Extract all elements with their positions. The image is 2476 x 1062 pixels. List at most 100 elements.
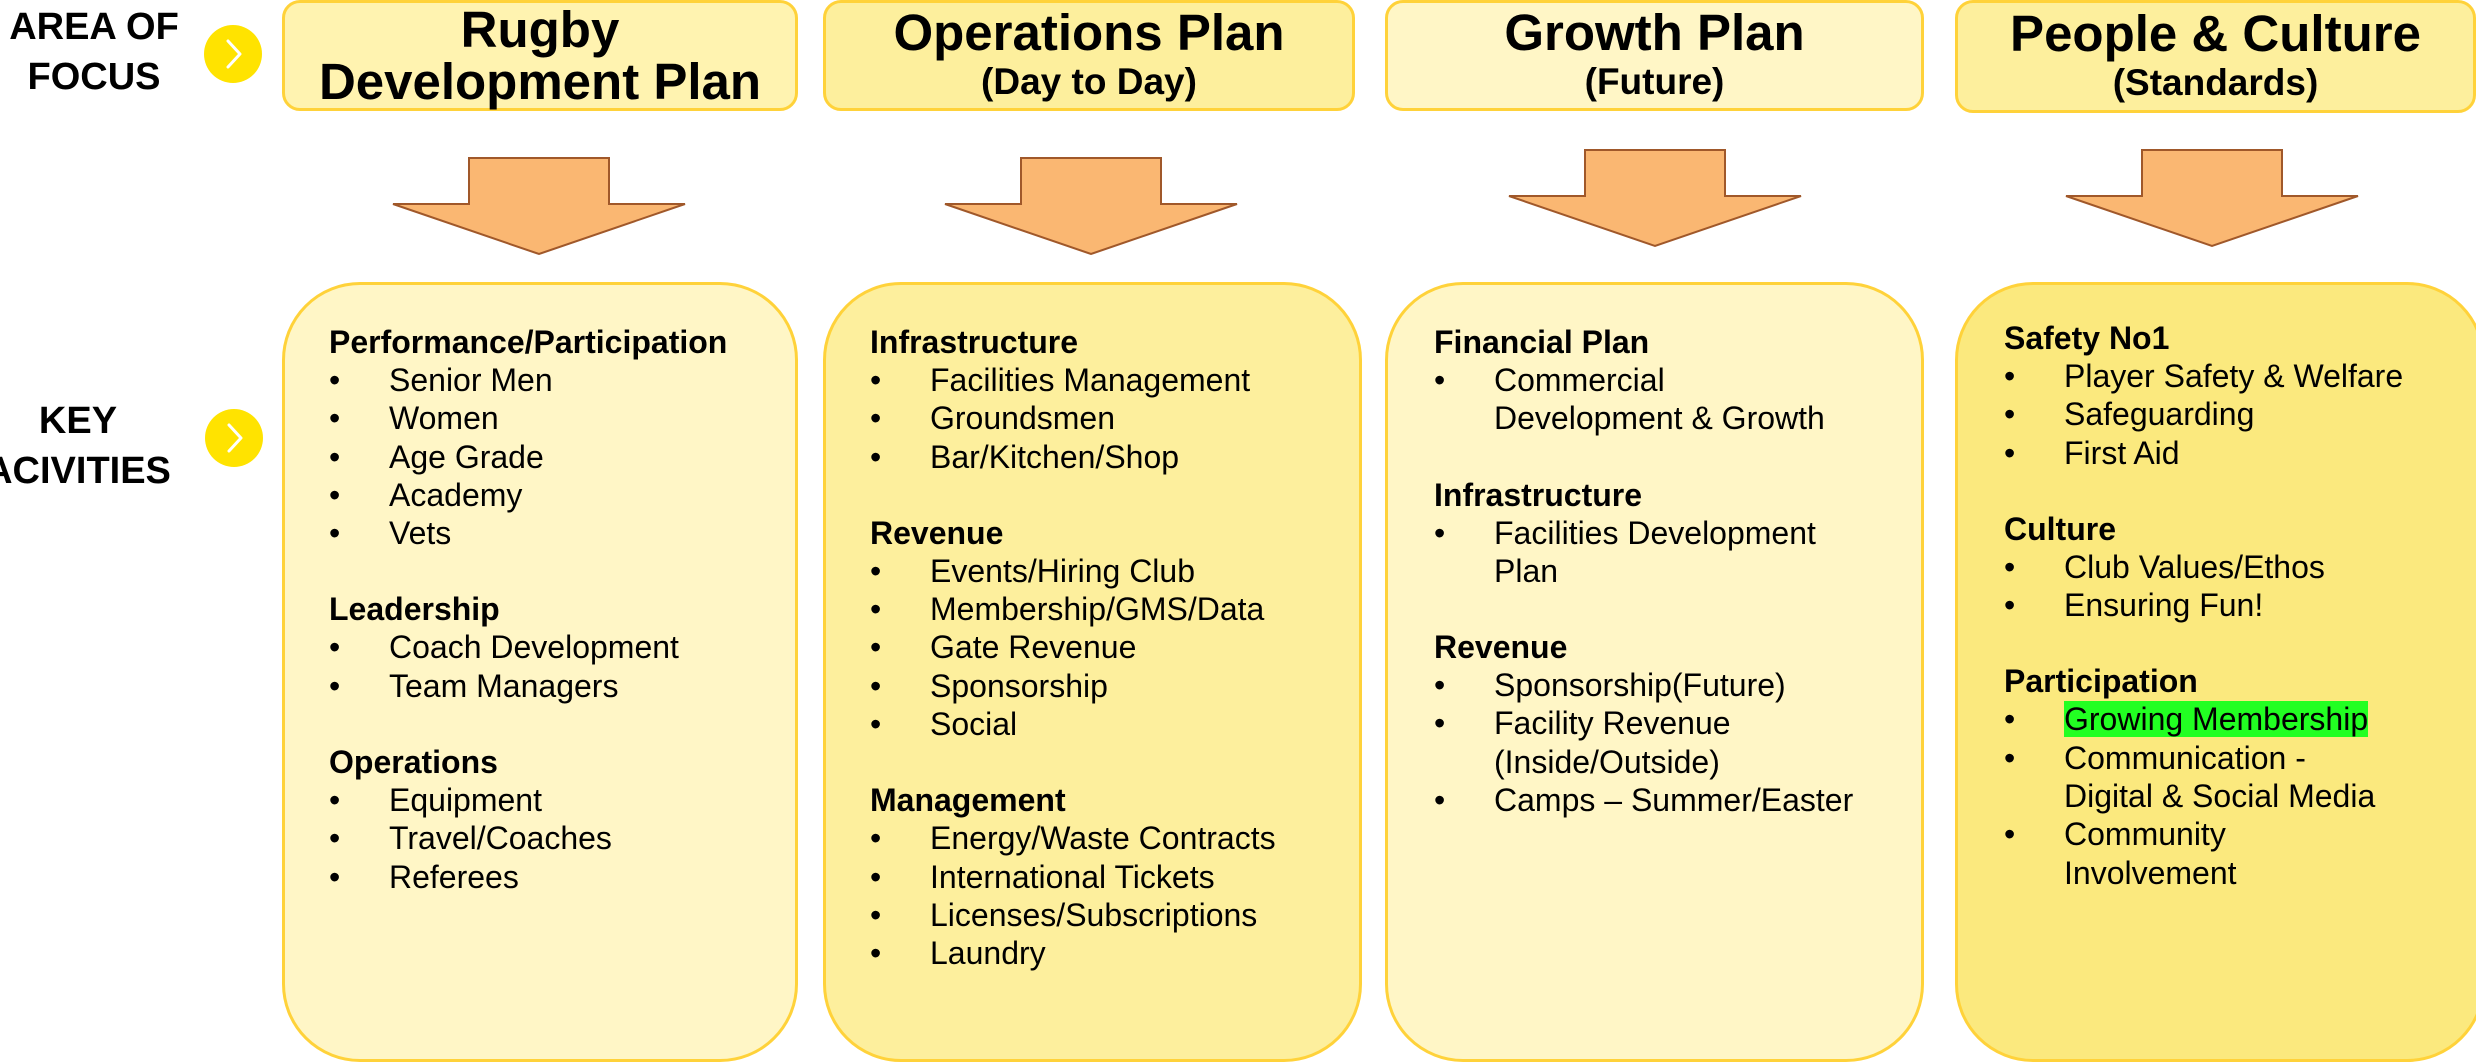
activity-item: • Growing Membership [2004, 700, 2476, 738]
focus-box-people-culture: People & Culture (Standards) [1955, 0, 2476, 113]
activity-item-text: Women [389, 400, 499, 437]
activity-item: •Referees [329, 858, 795, 896]
bullet-icon: • [2004, 587, 2016, 624]
activity-item: • Team Managers [329, 667, 795, 705]
activity-section: Operations•Equipment•Travel/Coaches•Refe… [329, 743, 795, 896]
activity-item: •Club Values/Ethos [2004, 548, 2476, 586]
bullet-icon: • [329, 820, 341, 857]
activity-item-text: Vets [389, 515, 452, 552]
key-activities-label: KEY ACIVITIES [0, 396, 186, 496]
activity-item-line: Facilities Development [1494, 514, 1816, 551]
activity-item: • Senior Men [329, 361, 795, 399]
activity-item-text: Senior Men [389, 362, 553, 398]
chevron-right-icon [226, 39, 242, 69]
section-title: Operations [329, 744, 498, 781]
activity-item-text: Bar/Kitchen/Shop [930, 438, 1180, 475]
activity-item: •Facility Revenue(Inside/Outside) [1434, 704, 1921, 781]
focus-title-line-1: Growth Plan [1504, 3, 1805, 61]
bullet-icon: • [2004, 434, 2016, 471]
bullet-icon: • [2004, 396, 2016, 433]
activity-item-text: Events/Hiring Club [930, 552, 1195, 589]
key-activities-line-1: KEY [38, 400, 118, 442]
activity-item-line: Commercial [1494, 362, 1665, 398]
activity-item-text: First Aid [2064, 434, 2180, 471]
bullet-icon: • [870, 629, 882, 666]
activity-item: •Travel/Coaches [329, 819, 795, 857]
bullet-icon: • [329, 782, 341, 819]
bullet-icon: • [2004, 548, 2016, 585]
activity-item-text: Sponsorship [930, 667, 1108, 704]
activity-item-text: Age Grade [389, 438, 544, 475]
activity-item: •Women [329, 399, 795, 437]
activity-section: Culture•Club Values/Ethos• Ensuring Fun! [2004, 510, 2476, 625]
section-title: Culture [2004, 510, 2116, 547]
focus-title-line-2: Development Plan [318, 52, 762, 110]
activity-item: •Bar/Kitchen/Shop [870, 438, 1359, 476]
activity-section: Revenue•Sponsorship(Future)•Facility Rev… [1434, 628, 1921, 819]
bullet-icon: • [329, 515, 341, 552]
bullet-icon: • [2004, 816, 2016, 853]
activity-item-text: Academy [389, 476, 523, 513]
section-title: Performance/Participation [329, 324, 728, 360]
activity-item-text: Groundsmen [930, 400, 1115, 437]
highlighted-activity-text: Growing Membership [2064, 701, 2369, 738]
activity-item: • Groundsmen [870, 399, 1359, 437]
section-title: Leadership [329, 591, 500, 628]
bullet-icon: • [1434, 667, 1446, 704]
activity-item-line: Involvement [2064, 854, 2237, 891]
activity-item: •Sponsorship [870, 667, 1359, 705]
activity-item-text: Camps – Summer/Easter [1494, 782, 1854, 819]
bullet-icon: • [2004, 739, 2016, 776]
activity-item: • Laundry [870, 934, 1359, 972]
activity-item: • Energy/Waste Contracts [870, 819, 1359, 857]
activity-item: •Communication -Digital & Social Media [2004, 739, 2476, 816]
activity-item: •Licenses/Subscriptions [870, 896, 1359, 934]
bullet-icon: • [870, 400, 882, 437]
bullet-icon: • [329, 667, 341, 704]
focus-box-operations-plan: Operations Plan (Day to Day) [823, 0, 1355, 111]
activity-item-line: Plan [1494, 552, 1559, 589]
activity-item-text: Coach Development [389, 629, 679, 666]
chevron-right-circle-icon [205, 409, 263, 467]
activity-item-text: Energy/Waste Contracts [930, 820, 1276, 857]
down-arrow-icon [2065, 149, 2359, 248]
bullet-icon: • [329, 362, 341, 398]
activity-item-text: Equipment [389, 782, 542, 819]
bullet-icon: • [870, 935, 882, 972]
focus-title-line-2: (Day to Day) [981, 60, 1197, 102]
section-title: Infrastructure [1434, 476, 1643, 513]
bullet-icon: • [870, 896, 882, 933]
bullet-icon: • [870, 820, 882, 857]
activities-box-operations-plan: Infrastructure•Facilities Management•Gro… [823, 282, 1362, 1062]
key-activities-line-2: ACIVITIES [0, 450, 171, 492]
activity-item-text: Social [930, 706, 1018, 743]
bullet-icon: • [870, 591, 882, 628]
bullet-icon: • [870, 706, 882, 743]
activity-item: •Gate Revenue [870, 628, 1359, 666]
activity-item: •Events/Hiring Club [870, 552, 1359, 590]
activity-item: • Ensuring Fun! [2004, 586, 2476, 624]
bullet-icon: • [2004, 701, 2016, 738]
bullet-icon: • [1434, 705, 1446, 742]
bullet-icon: • [329, 629, 341, 666]
section-title: Safety No1 [2004, 320, 2170, 356]
activity-section: Participation•Growing Membership•Communi… [2004, 662, 2476, 891]
activity-item-text: Team Managers [389, 667, 619, 704]
activity-item: •Facilities Management [870, 361, 1359, 399]
area-of-focus-label: AREA OF FOCUS [0, 2, 202, 102]
section-title: Infrastructure [870, 324, 1079, 360]
activity-section: Infrastructure•Facilities Management• Gro… [870, 323, 1359, 476]
focus-title-line-1: Rugby [460, 0, 620, 58]
activity-item-text: Laundry [930, 935, 1046, 972]
activity-item-text: Ensuring Fun! [2064, 587, 2264, 624]
chevron-right-circle-icon [204, 25, 262, 83]
activity-section: Safety No1•Player Safety & Welfare•Safeg… [2004, 319, 2476, 472]
bullet-icon: • [870, 858, 882, 895]
area-of-focus-line-1: AREA OF [9, 6, 179, 48]
activity-item-text: Player Safety & Welfare [2064, 358, 2404, 394]
activity-item: •International Tickets [870, 858, 1359, 896]
